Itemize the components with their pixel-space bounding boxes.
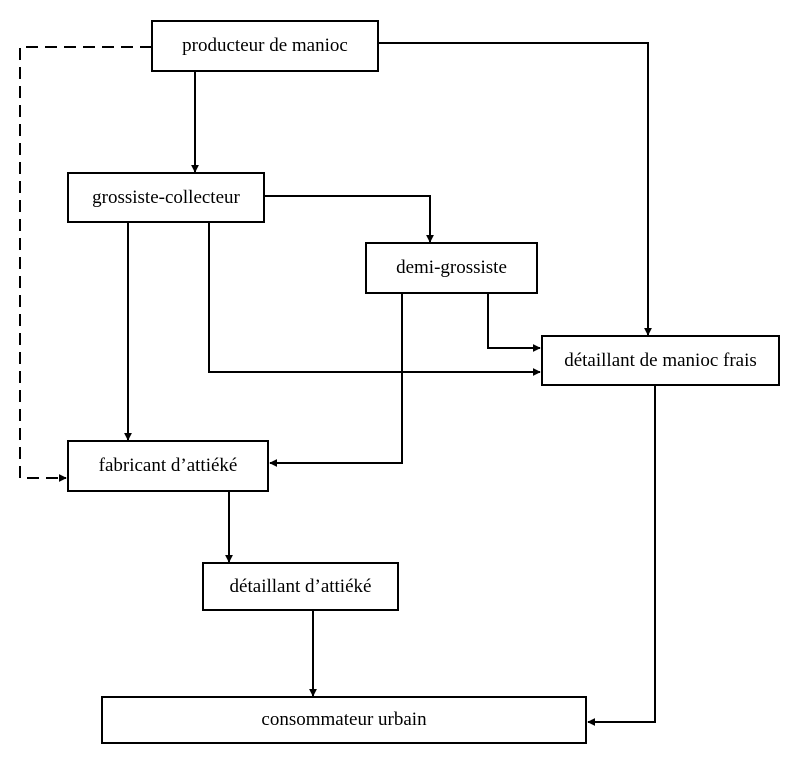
edge-detaillant-frais-to-consommateur [587,385,656,726]
node-demi-grossiste: demi-grossiste [365,242,538,294]
node-label: producteur de manioc [182,35,348,56]
edge-producteur-to-fabricant-dashed [19,46,152,482]
node-label: détaillant d’attiéké [229,575,372,597]
node-consommateur-urbain: consommateur urbain [101,696,587,744]
node-detaillant-de-manioc-frais: détaillant de manioc frais [541,335,780,386]
edge-producteur-to-detaillant-frais [377,42,652,336]
node-producteur-de-manioc: producteur de manioc [151,20,379,72]
node-label: consommateur urbain [261,709,427,730]
edge-grossiste-to-detaillant-frais [208,223,541,376]
edge-demi-grossiste-to-fabricant [269,293,403,467]
node-label: détaillant de manioc frais [564,349,757,371]
edge-demi-grossiste-to-detaillant-frais [487,293,541,352]
node-label: demi-grossiste [396,257,507,278]
node-grossiste-collecteur: grossiste-collecteur [67,172,265,223]
node-detaillant-d-attieke: détaillant d’attiéké [202,562,399,611]
edge-grossiste-to-demi-grossiste [264,195,434,243]
node-label: grossiste-collecteur [92,186,240,208]
node-label: fabricant d’attiéké [98,455,238,476]
node-fabricant-d-attieke: fabricant d’attiéké [67,440,269,492]
